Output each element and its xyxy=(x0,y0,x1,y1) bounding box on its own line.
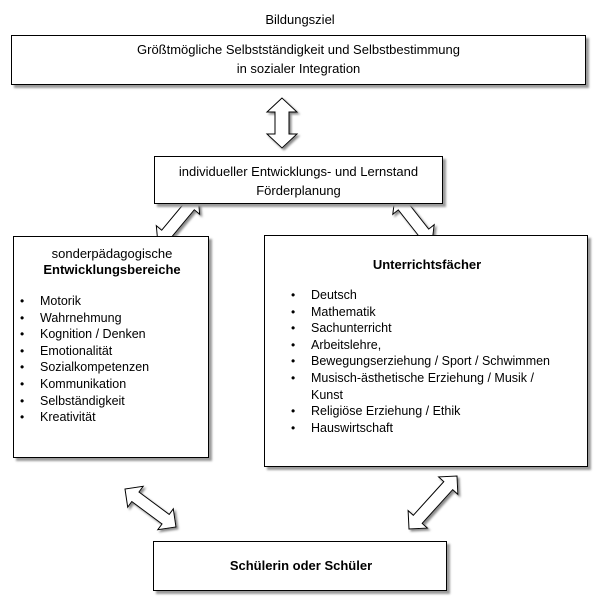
development-area-item: Wahrnehmung xyxy=(14,310,210,327)
student-box: Schülerin oder Schüler xyxy=(153,541,447,591)
subject-item: Sachunterricht xyxy=(285,320,585,337)
development-areas-box: sonderpädagogische Entwicklungsbereiche … xyxy=(13,236,209,458)
subjects-box: Unterrichtsfächer DeutschMathematikSachu… xyxy=(264,235,588,467)
development-area-item: Kognition / Denken xyxy=(14,326,210,343)
development-area-item: Emotionalität xyxy=(14,343,210,360)
development-area-item: Kreativität xyxy=(14,409,210,426)
development-areas-title: Entwicklungsbereiche xyxy=(43,262,181,277)
subject-item: Kunst xyxy=(311,387,343,402)
goal-box: Größtmögliche Selbstständigkeit und Selb… xyxy=(11,35,586,85)
subject-item: Hauswirtschaft xyxy=(285,420,585,437)
arrow-right-student xyxy=(407,475,459,530)
subject-item: Deutsch xyxy=(285,287,585,304)
arrow-goal-plan xyxy=(265,97,299,149)
development-area-item: Kommunikation xyxy=(14,376,210,393)
development-area-item: Sozialkompetenzen xyxy=(14,359,210,376)
plan-box: individueller Entwicklungs- und Lernstan… xyxy=(154,156,443,204)
development-areas-list: MotorikWahrnehmungKognition / DenkenEmot… xyxy=(14,293,210,426)
development-area-item: Selbständigkeit xyxy=(14,393,210,410)
subject-item: Musisch-ästhetische Erziehung / Musik / xyxy=(285,370,585,387)
subject-item: Mathematik xyxy=(285,304,585,321)
goal-line-1: Größtmögliche Selbstständigkeit und Selb… xyxy=(137,42,460,57)
student-label: Schülerin oder Schüler xyxy=(229,558,373,573)
subjects-list: DeutschMathematikSachunterrichtArbeitsle… xyxy=(285,287,585,436)
subject-item: Bewegungserziehung / Sport / Schwimmen xyxy=(285,353,585,370)
subject-item: Arbeitslehre, xyxy=(285,337,585,354)
arrow-left-student xyxy=(124,485,177,531)
plan-line-1: individueller Entwicklungs- und Lernstan… xyxy=(178,164,419,179)
plan-line-2: Förderplanung xyxy=(256,183,341,198)
title-label: Bildungsziel xyxy=(265,12,335,27)
development-areas-subtitle: sonderpädagogische xyxy=(51,246,173,261)
subject-item: Religiöse Erziehung / Ethik xyxy=(285,403,585,420)
development-area-item: Motorik xyxy=(14,293,210,310)
goal-line-2: in sozialer Integration xyxy=(236,61,361,76)
subjects-title: Unterrichtsfächer xyxy=(372,257,482,272)
